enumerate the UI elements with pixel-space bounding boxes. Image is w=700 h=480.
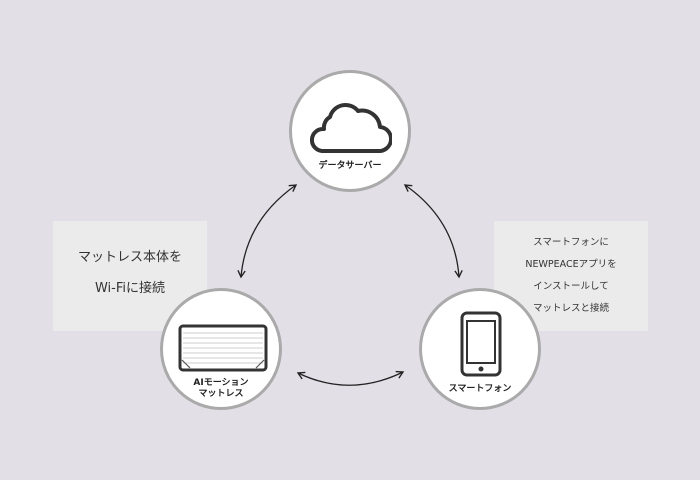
- smartphone-label: スマートフォン: [448, 384, 512, 394]
- data-server-node: データサーバー: [289, 70, 411, 192]
- cloud-icon: [310, 103, 392, 154]
- mattress-node: AIモーション マットレス: [160, 288, 282, 410]
- arrow-server-phone: [403, 184, 463, 279]
- mattress-label-line2: マットレス: [198, 389, 244, 399]
- smartphone-node: スマートフォン: [419, 288, 541, 410]
- arrow-server-mattress: [237, 184, 298, 279]
- arrow-mattress-phone: [296, 370, 405, 386]
- note-line: マットレス本体を: [77, 250, 182, 265]
- note-line: スマートフォンに: [533, 237, 609, 248]
- server-label: データサーバー: [318, 161, 382, 171]
- mattress-wifi-note: マットレス本体を Wi-Fiに接続: [53, 221, 207, 331]
- note-line: Wi-Fiに接続: [94, 281, 165, 296]
- smartphone-app-note: スマートフォンに NEWPEACEアプリを インストールして マットレスと接続: [494, 221, 648, 331]
- note-line: マットレスと接続: [532, 303, 609, 314]
- note-line: インストールして: [533, 281, 609, 292]
- note-line: NEWPEACEアプリを: [525, 259, 617, 270]
- mattress-label-line1: AIモーション: [193, 378, 249, 388]
- smartphone-icon: [460, 311, 502, 377]
- mattress-icon: [178, 324, 268, 372]
